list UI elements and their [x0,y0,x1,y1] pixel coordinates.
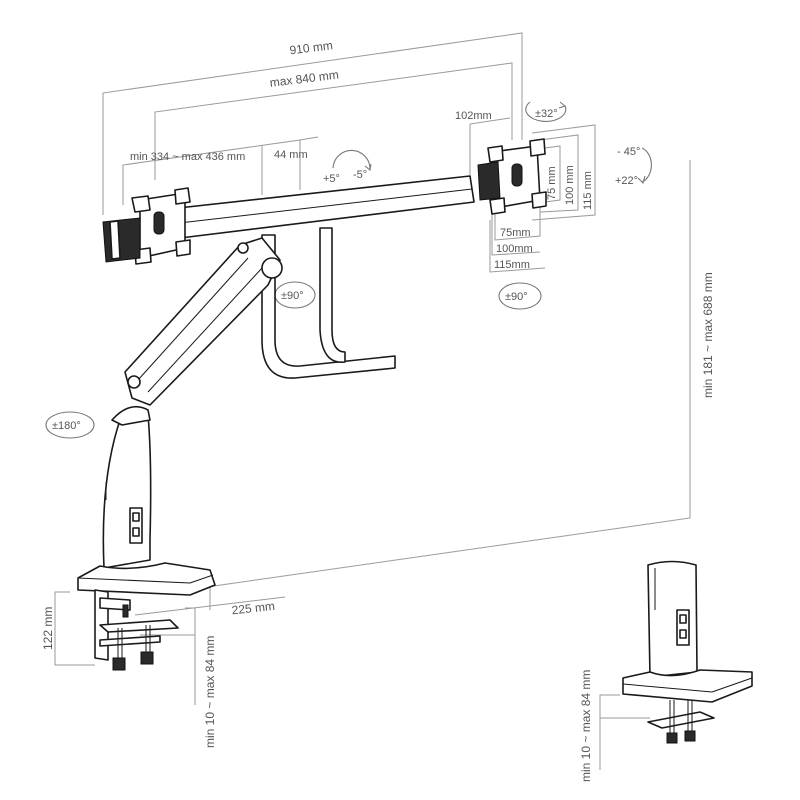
vesa-100-horizontal-label: 100mm [496,243,533,255]
base-depth-label: 225 mm [231,599,276,617]
left-vesa-plate [102,187,191,265]
desk-thickness-clamp-label: min 10 ~ max 84 mm [203,636,217,748]
arm-length-label: min 334 ~ max 436 mm [130,151,245,163]
tilt-up-label: - 45° [617,146,640,158]
bar-rotation-indicator: ±90° [274,281,316,309]
pole [102,414,152,569]
vesa-75-vertical-label: 75 mm [546,166,558,200]
vesa-115-vertical-label: 115 mm [582,171,594,210]
bar-height-label: 44 mm [274,149,308,161]
screen-tilt-indicator: - 45° +22° [615,146,652,187]
grommet-mount-detail [622,560,753,744]
clamp-height-label: 122 mm [41,607,55,650]
right-vesa-plate [477,138,547,215]
desk-base [77,562,216,596]
crossbar [159,175,475,241]
height-range-label: min 181 ~ max 688 mm [701,272,715,398]
tilt-plus-label: +5° [323,173,340,185]
rotate-screen-label: ±90° [505,291,528,303]
overall-width-label: 910 mm [289,38,334,57]
vesa-100-vertical-label: 100 mm [564,165,576,205]
detail-plate [647,711,715,729]
tilt-rotation-indicator: +5° -5° [323,149,372,185]
offset-102-label: 102mm [455,110,492,122]
detail-base [622,669,753,703]
vesa-115-horizontal-label: 115mm [494,259,530,271]
tilt-down-label: +22° [615,175,638,187]
detail-pole [647,560,698,678]
tilt-minus-label: -5° [353,169,367,181]
rotate-bar-label: ±90° [281,290,304,302]
monitor-arm [77,138,547,671]
screen-rotation-indicator: ±90° [498,282,542,310]
pole-rotation-indicator: ±180° [45,411,95,439]
desk-clamp [94,589,179,671]
max-width-label: max 840 mm [269,68,340,90]
vesa-75-horizontal-label: 75mm [500,227,531,239]
desk-thickness-grommet-label: min 10 ~ max 84 mm [579,670,593,782]
dimension-lines [54,32,691,770]
carry-handle [261,234,396,379]
pole-rotation-label: ±180° [52,420,81,432]
swivel-top-label: ±32° [535,108,558,120]
swivel-rotation-indicator: ±32° [525,101,567,122]
